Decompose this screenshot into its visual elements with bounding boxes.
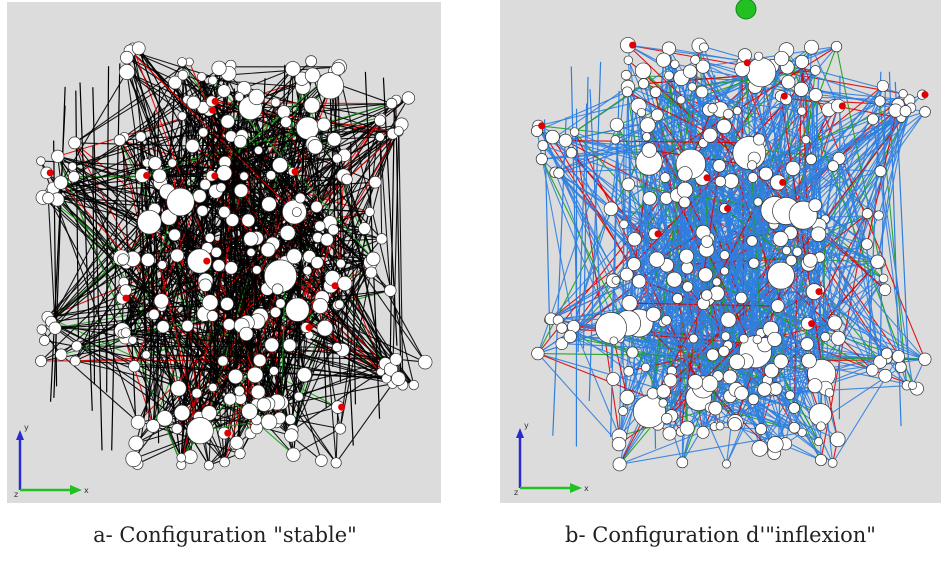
red-marker (629, 41, 637, 49)
red-marker (654, 230, 662, 238)
red-marker (203, 257, 211, 265)
axis-indicator: y x z (514, 421, 589, 497)
red-marker (808, 320, 816, 328)
red-marker (724, 204, 732, 212)
red-marker (338, 403, 346, 411)
red-marker (209, 106, 217, 114)
axis-z-label: z (514, 488, 518, 497)
red-marker (921, 91, 929, 99)
graph-panel-a: y x z (7, 2, 441, 503)
red-marker (291, 168, 299, 176)
red-marker (703, 174, 711, 182)
red-marker (780, 92, 788, 100)
red-marker (538, 122, 546, 130)
red-marker (743, 59, 751, 67)
graph-canvas-b: y x z (514, 0, 932, 497)
red-marker (211, 97, 219, 105)
graph-panel-b: y x z (500, 0, 941, 503)
red-marker (211, 172, 219, 180)
axis-x-label: x (584, 484, 589, 493)
red-marker (305, 324, 313, 332)
graph-canvas-a: y x z (14, 41, 433, 499)
red-marker (779, 178, 787, 186)
red-marker (815, 288, 823, 296)
green-node (735, 0, 757, 20)
node-group (35, 41, 433, 471)
caption-b: b- Configuration d'"inflexion" (565, 523, 876, 547)
caption-a: a- Configuration "stable" (93, 523, 357, 547)
axis-x-label: x (84, 486, 89, 495)
axis-z-label: z (14, 490, 18, 499)
axis-y-label: y (24, 423, 29, 432)
red-marker (46, 169, 54, 177)
node-group (531, 37, 932, 472)
red-marker (838, 102, 846, 110)
axis-indicator: y x z (14, 423, 89, 499)
red-marker (143, 172, 151, 180)
axis-y-label: y (524, 421, 529, 430)
red-marker (224, 429, 232, 437)
red-marker (331, 282, 339, 290)
red-marker (122, 294, 130, 302)
